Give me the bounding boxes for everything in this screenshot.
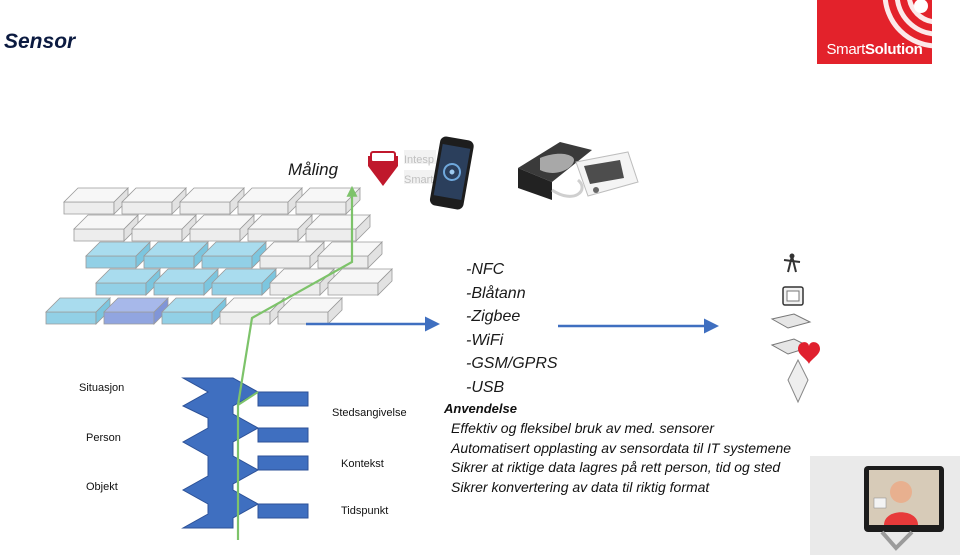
- protocol-item: -USB: [466, 378, 505, 396]
- protocol-item: -NFC: [466, 261, 505, 278]
- heart-sensor-icon: [770, 338, 820, 364]
- maaling-label: Måling: [288, 160, 339, 179]
- diamond-sensor-icon: [787, 358, 809, 404]
- nfc-logo-text-2: Smart: [404, 174, 433, 186]
- protocol-item: -WiFi: [466, 331, 504, 349]
- nfc-device-icon: [368, 150, 436, 186]
- label-kontekst: Kontekst: [341, 458, 384, 470]
- protocol-item: -Zigbee: [466, 308, 521, 325]
- protocol-item: -Blåtann: [466, 284, 526, 302]
- grid-tile: [247, 214, 313, 242]
- grid-tile: [103, 297, 169, 325]
- nfc-logo-text-1: Intesp: [404, 154, 434, 166]
- protocol-item: -GSM/GPRS: [466, 355, 558, 372]
- grid-tile: [63, 187, 129, 215]
- page-title: Sensor: [4, 30, 76, 53]
- smartsolution-logo: SmartSolution: [817, 0, 932, 64]
- grid-tile: [269, 268, 335, 296]
- grid-tile: [45, 297, 111, 325]
- label-objekt: Objekt: [86, 481, 118, 493]
- logo-text: SmartSolution: [826, 41, 923, 58]
- grid-tile: [295, 187, 361, 215]
- label-person: Person: [86, 432, 121, 444]
- grid-tile: [131, 214, 197, 242]
- sensor-tile-grid: [45, 187, 393, 325]
- application-item: Sikrer konvertering av data til riktig f…: [451, 478, 710, 495]
- grid-tile: [179, 187, 245, 215]
- grid-tile: [317, 241, 383, 269]
- application-item: Effektiv og fleksibel bruk av med. senso…: [451, 420, 715, 436]
- grid-tile: [201, 241, 267, 269]
- measurement-trace-line: [236, 185, 358, 540]
- grid-tile: [143, 241, 209, 269]
- grid-tile: [327, 268, 393, 296]
- application-item: Sikrer at riktige data lagres på rett pe…: [451, 459, 781, 475]
- grid-tile: [305, 214, 371, 242]
- grid-tile: [85, 241, 151, 269]
- context-block-arrow-right: [257, 391, 309, 519]
- label-tidspunkt: Tidspunkt: [341, 505, 389, 517]
- grid-tile: [73, 214, 139, 242]
- video-call-screen-icon: [810, 456, 960, 555]
- grid-tile: [211, 268, 277, 296]
- protocol-list: -NFC -Blåtann -Zigbee -WiFi -GSM/GPRS -U…: [466, 258, 558, 399]
- grid-tile: [161, 297, 227, 325]
- grid-tile: [237, 187, 303, 215]
- grid-tile: [259, 241, 325, 269]
- label-stedsangivelse: Stedsangivelse: [332, 407, 407, 419]
- applications-list: Effektiv og fleksibel bruk av med. senso…: [451, 419, 791, 497]
- label-situasjon: Situasjon: [79, 382, 125, 394]
- grid-tile: [277, 297, 343, 325]
- applications-title: Anvendelse: [444, 401, 517, 416]
- grid-tile: [121, 187, 187, 215]
- tablet-icon: [782, 286, 804, 306]
- application-item: Automatisert opplasting av sensordata ti…: [451, 439, 792, 456]
- context-trace-line: [237, 391, 259, 406]
- grid-tile: [153, 268, 219, 296]
- logo-arcs-icon: [882, 0, 932, 49]
- grid-tile: [95, 268, 161, 296]
- smartphone-icon: [429, 136, 474, 210]
- antenna-icon: [783, 253, 801, 273]
- grid-tile: [189, 214, 255, 242]
- sensor-tag-icon: [770, 313, 812, 329]
- blood-pressure-monitor-icon: [518, 142, 639, 200]
